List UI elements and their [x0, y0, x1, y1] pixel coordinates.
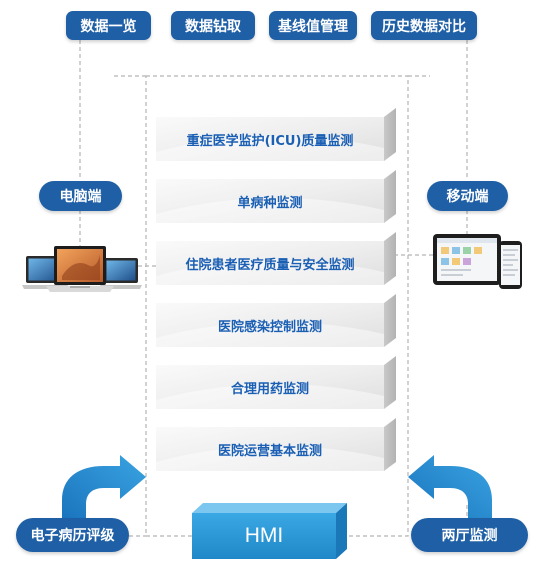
module-single-disease: 单病种监测 — [156, 170, 396, 232]
module-hospital-operations: 医院运营基本监测 — [156, 418, 396, 480]
module-label: 单病种监测 — [237, 195, 303, 211]
module-box-3 — [156, 232, 396, 285]
module-rational-drug-use: 合理用药监测 — [156, 356, 396, 418]
module-box-4 — [156, 294, 396, 347]
hmi-box — [192, 503, 347, 559]
module-box-6 — [156, 418, 396, 471]
module-box-5 — [156, 356, 396, 409]
mobile-devices-icon — [433, 234, 522, 289]
tab-data-drilldown[interactable]: 数据钻取 — [171, 11, 255, 40]
left-input-arrow — [62, 455, 146, 520]
module-infection-control: 医院感染控制监测 — [156, 294, 396, 356]
emr-rating-input[interactable]: 电子病历评级 — [16, 518, 129, 552]
module-label: 重症医学监护(ICU)质量监测 — [186, 133, 354, 149]
right-input-arrow — [408, 455, 492, 520]
tab-history-compare[interactable]: 历史数据对比 — [371, 11, 477, 40]
module-label: 医院感染控制监测 — [217, 319, 322, 335]
modules-dashed-frame — [145, 75, 409, 537]
module-boxes — [156, 108, 396, 471]
two-halls-monitoring-input[interactable]: 两厅监测 — [411, 518, 528, 552]
module-box-2 — [156, 170, 396, 223]
module-inpatient-safety: 住院患者医疗质量与安全监测 — [156, 232, 396, 294]
hmi-label: HMI — [244, 524, 284, 547]
mobile-client-label[interactable]: 移动端 — [427, 181, 508, 211]
tab-baseline-management[interactable]: 基线值管理 — [269, 11, 357, 40]
module-label: 合理用药监测 — [230, 381, 309, 397]
desktop-client-label[interactable]: 电脑端 — [39, 181, 122, 211]
module-label: 住院患者医疗质量与安全监测 — [185, 257, 355, 273]
module-label: 医院运营基本监测 — [217, 443, 322, 459]
module-icu-quality: 重症医学监护(ICU)质量监测 — [156, 108, 396, 170]
module-box-1 — [156, 108, 396, 161]
desktop-devices-icon — [22, 246, 142, 292]
tab-data-overview[interactable]: 数据一览 — [66, 11, 151, 40]
